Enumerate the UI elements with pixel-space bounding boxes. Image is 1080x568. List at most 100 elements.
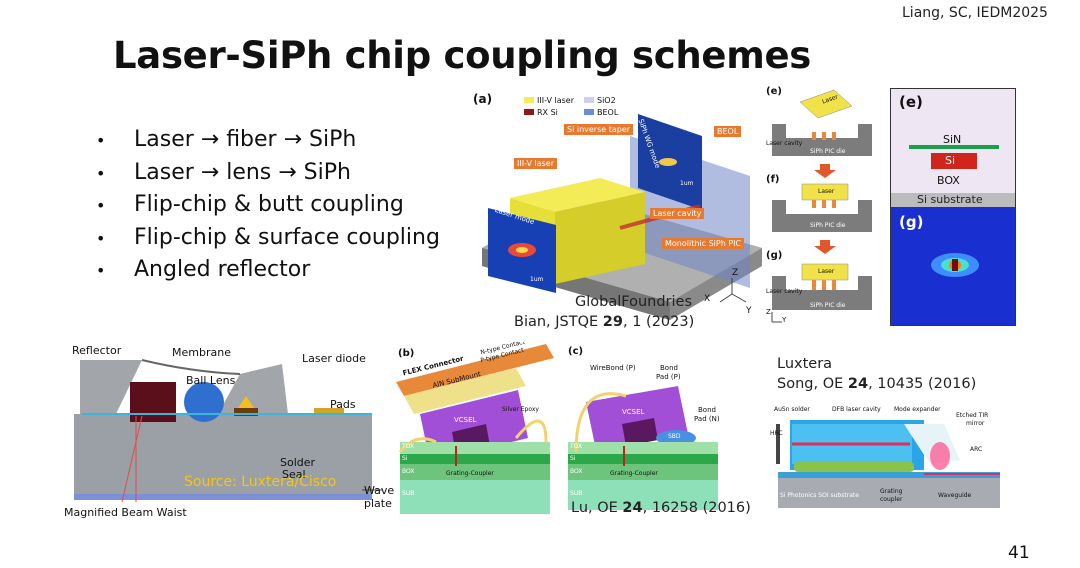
label-tox: TOX [570, 443, 583, 450]
label-si: Si [402, 455, 408, 462]
label-hrc: HRC [770, 430, 783, 437]
bullet-item: •Laser → lens → SiPh [96, 157, 440, 190]
label-laser: Laser [818, 268, 835, 275]
label-sub: SUB [570, 490, 583, 497]
label-arc: ARC [970, 446, 983, 453]
figure-luxtera-grating: AuSn solder DFB laser cavity Mode expand… [770, 400, 1006, 512]
label-box: BOX [570, 468, 583, 475]
label-box: BOX [402, 468, 415, 475]
label-laser-diode: Laser diode [302, 352, 366, 365]
bullet-dot-icon: • [96, 196, 106, 215]
axis-y: Y [782, 316, 787, 324]
label-inverse-taper: Si inverse taper [564, 124, 634, 135]
citation-lu: Lu, OE 24, 16258 (2016) [571, 500, 751, 516]
label-reflector: Reflector [72, 344, 122, 357]
figure-monolithic-laser: (a) III-V laser SiO2 RX Si BEOL Si inver… [470, 88, 762, 320]
label-ausn: AuSn solder [774, 406, 810, 413]
label-coupler: coupler [880, 496, 903, 503]
label-tir: Etched TIR [956, 412, 989, 419]
panel-label: (g) [899, 213, 924, 231]
legend-rx-si: RX Si [524, 108, 558, 117]
bullet-item: •Laser → fiber → SiPh [96, 124, 440, 157]
label-dfb: DFB laser cavity [832, 406, 881, 413]
bullet-dot-icon: • [96, 131, 106, 150]
label-vcsel: VCSEL [454, 416, 477, 424]
bullet-dot-icon: • [96, 228, 106, 248]
si-layer [931, 153, 977, 169]
label-mode-expander: Mode expander [894, 406, 941, 413]
figure-micro-optic-bench: Reflector Membrane Laser diode Ball Lens… [62, 342, 394, 520]
legend-laser: III-V laser [524, 96, 574, 105]
label-pic-die: SiPh PIC die [810, 148, 846, 155]
axis-z: Z [766, 308, 771, 316]
label-laser-cavity: Laser cavity [650, 208, 705, 219]
panel-label: (g) [766, 250, 783, 261]
label-laser-cavity: Laser cavity [766, 140, 803, 147]
bullet-dot-icon: • [96, 261, 106, 280]
label-pad-n: Pad (N) [694, 415, 720, 423]
label-waveguide: Waveguide [938, 492, 972, 499]
label-bond: Bond [660, 364, 678, 372]
label-sbd: SBD [668, 433, 681, 440]
substrate-layer [891, 193, 1015, 207]
bullet-item: •Flip-chip & surface coupling [96, 222, 440, 255]
label-bond: Bond [698, 406, 716, 414]
page-number: 41 [1008, 543, 1030, 563]
label-soi: Si Photonics SOI substrate [780, 492, 859, 499]
panel-label: (c) [568, 346, 584, 357]
slide-title: Laser-SiPh chip coupling schemes [113, 34, 811, 77]
label-box: BOX [937, 174, 960, 187]
figure-flipchip-sequence: (e) (f) (g) Laser Laser cavity SiPh PIC … [764, 84, 888, 324]
label-grating: Grating-Coupler [610, 470, 658, 477]
label-si: Si [570, 455, 576, 462]
bullet-item: •Angled reflector [96, 254, 440, 287]
label-wave: Wave [364, 484, 394, 497]
panel-label: (b) [398, 348, 415, 359]
label-epoxy: Silver Epoxy [502, 406, 539, 413]
label-laser-cavity: Laser cavity [766, 288, 803, 295]
sin-layer [909, 145, 999, 149]
label-pic-die: SiPh PIC die [810, 222, 846, 229]
label-solder: Solder [280, 456, 316, 469]
bullet-item: •Flip-chip & butt coupling [96, 189, 440, 222]
label-pads: Pads [330, 398, 356, 411]
bullet-dot-icon: • [96, 163, 106, 183]
axis-y: Y [746, 306, 752, 316]
panel-label: (a) [473, 92, 493, 106]
label-tox: TOX [402, 443, 415, 450]
panel-label: (e) [766, 86, 782, 97]
label-membrane: Membrane [172, 346, 231, 359]
label-seal: Seal [282, 468, 306, 481]
legend-sio2: SiO2 [584, 96, 616, 105]
label-beol: BEOL [714, 126, 742, 137]
legend-beol: BEOL [584, 108, 618, 117]
figure-vcsel-flex: (b) N-type Contact P-type Contact FLEX C… [396, 342, 558, 518]
label-mirror: mirror [966, 420, 985, 427]
label-pad-p: Pad (P) [656, 373, 681, 381]
citation-luxtera: Luxtera [777, 356, 833, 372]
citation-globalfoundries: GlobalFoundries [575, 294, 692, 310]
axis-z: Z [732, 268, 739, 278]
label-plate: plate [364, 497, 392, 510]
scale-bar-label: 1um [680, 180, 694, 187]
citation-bian: Bian, JSTQE 29, 1 (2023) [514, 314, 695, 330]
label-pic-die: SiPh PIC die [810, 302, 846, 309]
label-substrate: Si substrate [917, 193, 983, 206]
source-credit: Source: Luxtera/Cisco [184, 474, 337, 490]
label-ball-lens: Ball Lens [186, 374, 236, 387]
label-beam-waist: Magnified Beam Waist [64, 506, 187, 519]
label-grating: Grating-Coupler [446, 470, 494, 477]
label-sin: SiN [943, 133, 962, 146]
panel-label: (f) [766, 174, 780, 185]
header-citation: Liang, SC, IEDM2025 [902, 5, 1048, 21]
label-monolithic: Monolithic SiPh PIC [662, 238, 745, 249]
figure-mode-profile: (e) SiN Si BOX Si substrate (g) [890, 88, 1016, 326]
axis-x: X [704, 294, 711, 304]
label-grating: Grating [880, 488, 903, 495]
panel-label: (e) [899, 93, 923, 111]
label-vcsel: VCSEL [622, 408, 645, 416]
label-si: Si [945, 154, 956, 167]
label-wirebond: WireBond (P) [590, 364, 636, 372]
label-laser: Laser [818, 188, 835, 195]
bullet-list: •Laser → fiber → SiPh •Laser → lens → Si… [96, 124, 440, 287]
